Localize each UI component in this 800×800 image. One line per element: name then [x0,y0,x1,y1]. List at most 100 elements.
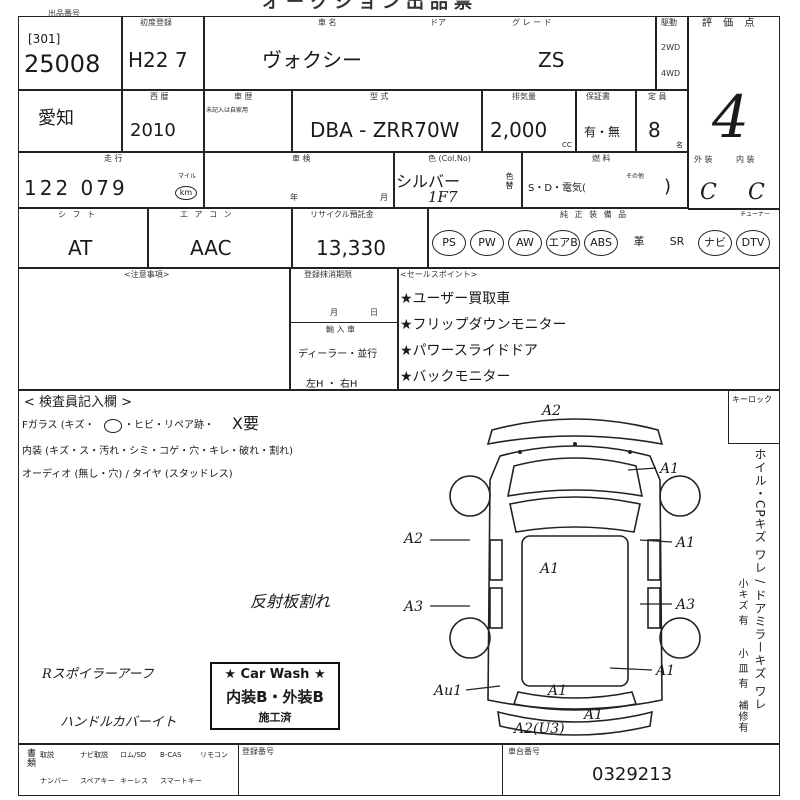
mileage-label: 走 行 [104,154,123,163]
inspector-glass-mark: X要 [232,414,259,433]
damage-mark-12: A2(U3) [514,721,565,737]
equipment-item-3: エアB [546,230,580,256]
sales-label: <セールスポイント> [400,270,478,279]
color-label: 色 (Col.No) [428,154,471,163]
sales-point-1: ★ユーザー買取車 [400,291,511,307]
ac-value: AAC [190,236,232,260]
side-sub-2: 小 皿 有 [736,648,747,690]
footer-doc-bottom-2: キーレス [120,777,148,785]
equipment-item-7: ナビ [698,230,732,256]
history-note: 未記入は自家用 [206,107,249,114]
interior-label: 内 装 [736,155,755,164]
equipment-item-2: AW [508,230,542,256]
footer-doc-top-0: 取説 [40,751,54,759]
seats-unit: 名 [676,141,683,149]
drive-4wd: 4WD [661,69,681,78]
model-label: 型 式 [370,92,389,101]
mileage-box [18,152,204,208]
grade-label: グ レ ー ド [512,18,552,27]
inspector-title: < 検査員記入欄 > [24,395,133,410]
fuel-close-paren: ) [664,176,672,197]
grade-value: ZS [538,48,565,72]
handwritten-note-2: Rスポイラーアーフ [42,667,154,682]
year-label: 西 暦 [150,92,169,101]
damage-mark-5: A1 [540,561,560,577]
equipment-item-0: PS [432,230,466,256]
import-value: ディーラー・並行 [298,349,378,360]
equipment-label: 純 正 装 備 品 [560,210,629,219]
mileage-mile: マイル [178,173,197,180]
car-wash-title: ★ Car Wash ★ [224,667,326,682]
ac-label: エ ア コ ン [180,210,234,219]
inspector-box [18,390,780,744]
footer-doc-top-4: リモコン [200,751,228,759]
door-left-front [489,539,503,581]
name-value: ヴォクシー [262,48,362,72]
rear-bumper-shape [497,710,653,736]
color-no: 1F7 [428,188,458,206]
score-label: 評 価 点 [702,18,759,29]
reg-value: H22 7 [128,48,188,72]
damage-mark-4: A1 [676,535,696,551]
exterior-label: 外 装 [694,155,713,164]
color-change-label: 色替 [505,172,514,190]
damage-mark-9: Au1 [434,683,463,699]
history-label: 車 歴 [234,92,253,101]
seats-label: 定 員 [648,92,667,101]
handwritten-note-1: 反射板割れ [250,592,331,611]
cc-label: 排気量 [512,92,536,101]
wheel-front-right [659,475,701,517]
ac-box [148,208,292,268]
inspector-interior: 内装 (キズ・ス・汚れ・シミ・コゲ・穴・キレ・破れ・割れ) [22,446,293,457]
equipment-item-8: DTV [736,230,770,256]
wheel-rear-right [659,617,701,659]
windshield-shape [509,496,641,533]
keylock-label: キーロック [732,395,772,404]
score-value: 4 [712,83,749,151]
roof-shape [521,535,629,687]
door-right-rear [647,587,661,629]
side-wheel-text: ホイル・CPキズ ワレ / ドアミラーキズ ワレ [753,448,767,711]
front-bumper-shape [486,418,664,446]
caution-box [18,268,290,390]
import-label: 輸 入 車 [326,325,356,334]
sales-box [398,268,780,390]
vehicle-check-label: 車 検 [292,154,311,163]
shift-value: AT [68,236,93,260]
drive-label: 駆動 [661,18,677,27]
keylock-box [728,390,780,444]
shift-label: シ フ ト [58,210,98,219]
shift-box [18,208,148,268]
cc-value: 2,000 [490,118,548,142]
interior-value: C [748,180,765,205]
lot-number: 25008 [24,50,101,78]
lot-box [18,16,122,90]
documents-label: 書類 [25,748,35,768]
equipment-item-4: ABS [584,230,618,256]
door-right-front [647,539,661,581]
cancel-label: 登録抹消期限 [304,270,352,279]
seats-box [636,90,688,152]
cancel-box [290,268,398,390]
damage-mark-10: A1 [548,683,568,699]
lot-prefix: [301] [28,32,61,46]
footer-doc-top-1: ナビ取説 [80,751,108,759]
damage-mark-2: A1 [660,461,680,477]
seats-value: 8 [648,118,661,142]
equipment-item-1: PW [470,230,504,256]
fuel-other: その他 [626,173,645,180]
footer-box [18,744,780,796]
recycle-box [292,208,428,268]
score-box [688,16,780,210]
tuner-label: チューナー [740,211,771,218]
color-value: シルバー [396,172,461,191]
footer-doc-bottom-1: スペアキー [80,777,115,785]
sales-point-4: ★バックモニター [400,369,511,385]
reg-label: 初度登録 [140,18,172,27]
rear-window-shape [512,691,638,711]
damage-mark-7: A3 [676,597,696,613]
side-sub-3: 補修有 [736,700,747,733]
registration-number-label: 登録番号 [242,747,274,756]
drive-box [656,16,688,90]
